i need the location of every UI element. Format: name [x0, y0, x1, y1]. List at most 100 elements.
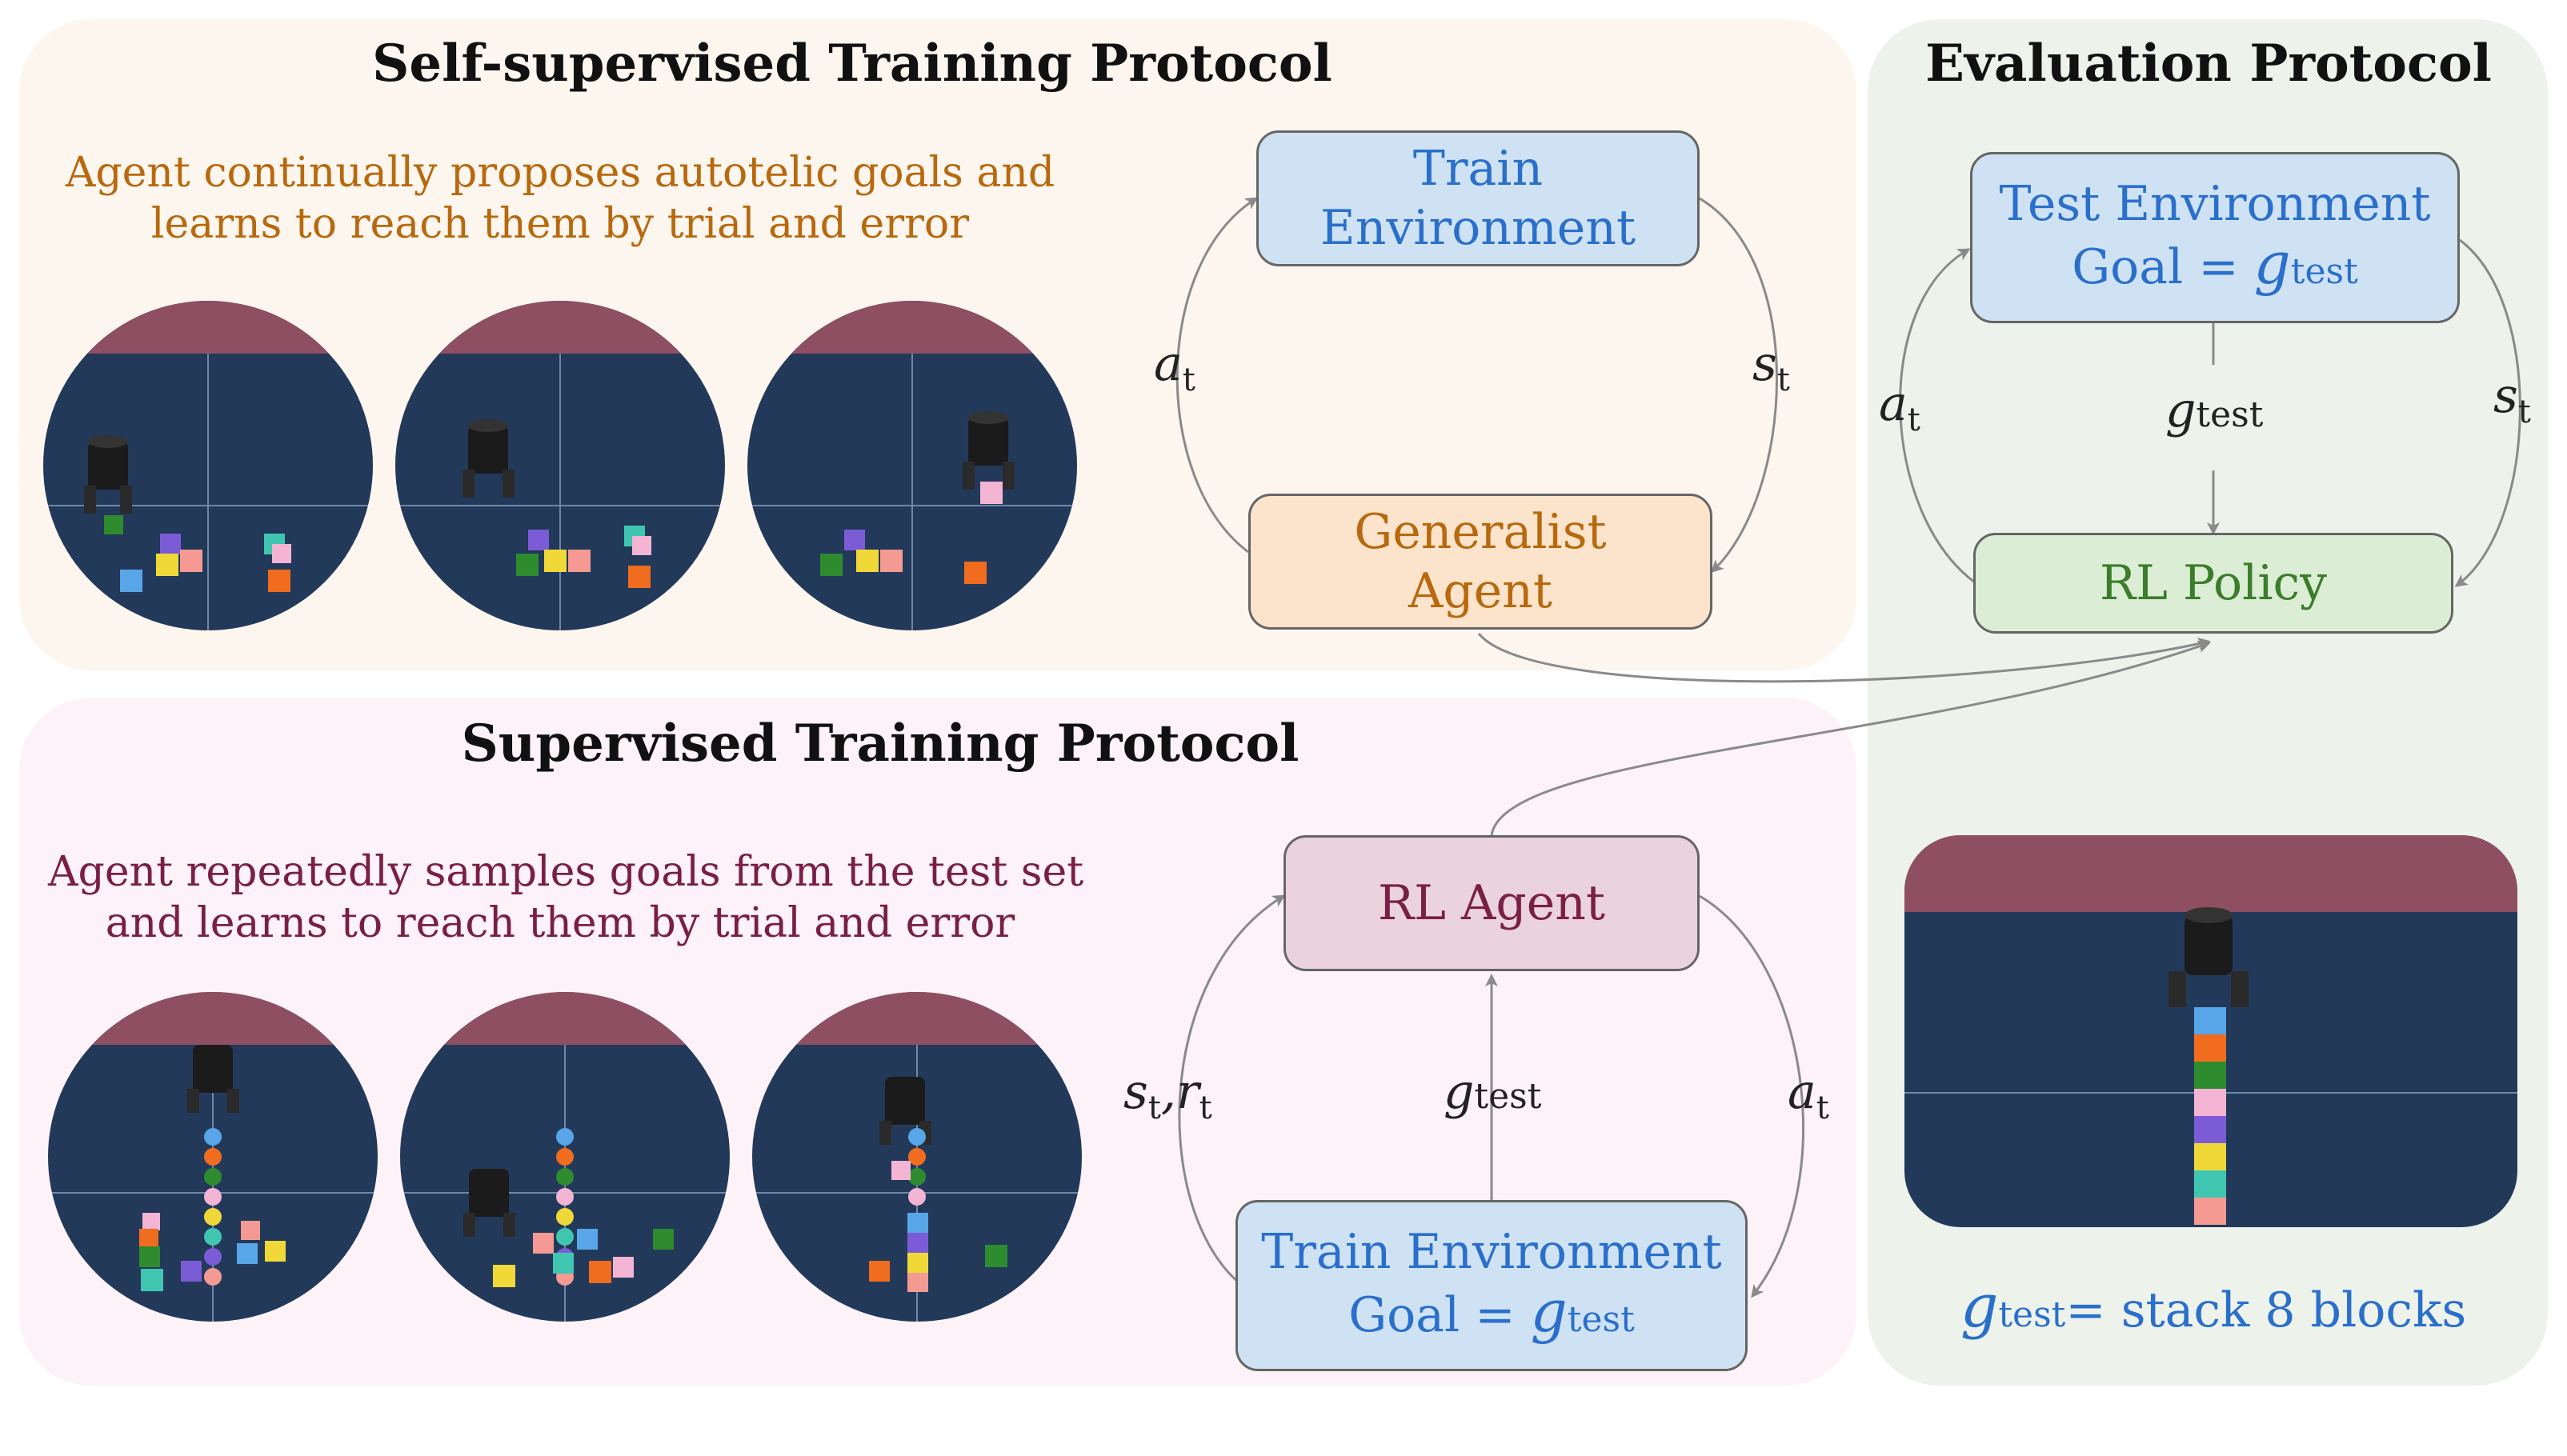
self-supervised-description: Agent continually proposes autotelic goa…: [48, 147, 1072, 250]
cube-icon: [156, 554, 178, 576]
evaluation-stack-frame: [1904, 835, 2517, 1227]
supervised-train-environment-box: Train Environment Goal = gtest: [1235, 1200, 1748, 1371]
cube-icon: [844, 530, 865, 550]
cube-icon: [2194, 1143, 2226, 1170]
generalist-agent-box: Generalist Agent: [1248, 494, 1712, 630]
goal-symbol: g: [2253, 229, 2291, 297]
robot-gripper-icon: [187, 1045, 239, 1113]
cube-icon: [516, 554, 539, 576]
cube-icon: [241, 1221, 260, 1240]
cube-icon: [142, 1213, 160, 1230]
goal-subscript: test: [2196, 394, 2264, 435]
cube-icon: [180, 550, 202, 572]
sphere-goal-icon: [908, 1128, 926, 1206]
goal-subscript: test: [2290, 250, 2358, 292]
state-label: st: [2493, 368, 2531, 430]
cube-icon: [272, 544, 291, 563]
cube-icon: [964, 562, 987, 584]
state-symbol: s: [1123, 1064, 1148, 1120]
sphere-goal-icon: [204, 1128, 222, 1286]
cube-icon: [907, 1213, 928, 1234]
state-subscript: t: [1776, 362, 1790, 398]
evaluation-title: Evaluation Protocol: [1925, 34, 2492, 94]
supervised-description: Agent repeatedly samples goals from the …: [48, 846, 1084, 949]
reward-subscript: t: [1199, 1090, 1212, 1126]
cube-icon: [869, 1261, 890, 1282]
state-subscript: t: [2517, 394, 2531, 430]
generalist-to-policy-arrow: [1477, 633, 2211, 683]
state-symbol: s: [1752, 336, 1777, 392]
description-line: Agent continually proposes autotelic goa…: [65, 149, 1055, 197]
cube-icon: [544, 550, 567, 572]
goal-symbol: g: [1530, 1277, 1568, 1345]
goal-prefix: Goal =: [2072, 238, 2239, 295]
box-label: Environment: [1320, 200, 1636, 256]
robot-gripper-icon: [963, 411, 1015, 490]
goal-symbol: g: [1444, 1064, 1475, 1120]
cube-icon: [141, 1269, 163, 1291]
goal-label: gtest: [2165, 382, 2263, 438]
action-subscript: t: [1907, 402, 1920, 438]
sim-frame-6: [752, 992, 1082, 1322]
action-label: at: [1154, 336, 1195, 398]
cube-icon: [907, 1273, 928, 1292]
cube-icon: [628, 566, 651, 588]
cube-icon: [891, 1161, 911, 1180]
cube-icon: [160, 534, 181, 554]
box-label: Train Environment: [1261, 1223, 1722, 1280]
goal-prefix: Goal =: [1348, 1286, 1516, 1343]
cube-icon: [856, 550, 879, 572]
robot-gripper-icon: [84, 435, 132, 514]
cube-icon: [265, 1241, 286, 1262]
cube-icon: [2194, 1089, 2226, 1116]
cube-icon: [980, 482, 1003, 504]
cube-icon: [2194, 1007, 2226, 1034]
cube-icon: [577, 1229, 598, 1250]
goal-symbol: g: [1960, 1272, 1999, 1341]
supervised-title: Supervised Training Protocol: [461, 714, 1300, 774]
action-subscript: t: [1182, 362, 1195, 398]
description-line: and learns to reach them by trial and er…: [105, 899, 1015, 947]
self-supervised-sim-frames: [43, 301, 1077, 630]
cube-icon: [568, 550, 591, 572]
sim-frame-2: [395, 301, 725, 630]
cube-icon: [2194, 1062, 2226, 1089]
action-subscript: t: [1816, 1090, 1829, 1126]
action-arrow: [1699, 894, 1804, 1298]
rl-agent-to-policy-arrow: [1490, 640, 2211, 836]
train-environment-box: Train Environment: [1256, 130, 1700, 266]
cube-icon: [120, 570, 142, 592]
goal-subscript: test: [1474, 1076, 1542, 1117]
state-symbol: s: [2493, 368, 2518, 424]
description-line: Agent repeatedly samples goals from the …: [48, 848, 1084, 896]
cube-icon: [2194, 1170, 2226, 1198]
goal-subscript: test: [1998, 1294, 2066, 1335]
state-reward-label: st,rt: [1123, 1064, 1212, 1126]
cube-icon: [2194, 1198, 2226, 1225]
goal-line: Goal = gtest: [2000, 234, 2431, 302]
cube-icon: [181, 1261, 202, 1282]
box-label: RL Policy: [2099, 555, 2328, 611]
cube-icon: [907, 1253, 928, 1274]
sphere-goal-icon: [556, 1128, 574, 1286]
cube-icon: [985, 1245, 1007, 1267]
cube-icon: [613, 1257, 634, 1278]
cube-icon: [589, 1261, 611, 1283]
robot-gripper-icon: [463, 419, 515, 498]
goal-symbol: g: [2165, 382, 2197, 438]
action-arrow: [1899, 248, 1976, 584]
robot-gripper-icon: [463, 1169, 515, 1237]
box-label: Train: [1412, 141, 1544, 197]
state-reward-arrow: [1178, 894, 1286, 1288]
state-arrow: [2454, 238, 2521, 587]
action-label: at: [1788, 1064, 1829, 1126]
sim-frame-5: [400, 992, 730, 1322]
cube-icon: [268, 570, 290, 592]
cube-icon: [880, 550, 903, 572]
cube-icon: [553, 1253, 574, 1274]
test-environment-box: Test Environment Goal = gtest: [1970, 152, 2460, 323]
action-symbol: a: [1788, 1064, 1816, 1120]
action-arrow: [1175, 197, 1259, 554]
cube-icon: [2194, 1116, 2226, 1143]
goal-label: gtest: [1444, 1064, 1541, 1120]
